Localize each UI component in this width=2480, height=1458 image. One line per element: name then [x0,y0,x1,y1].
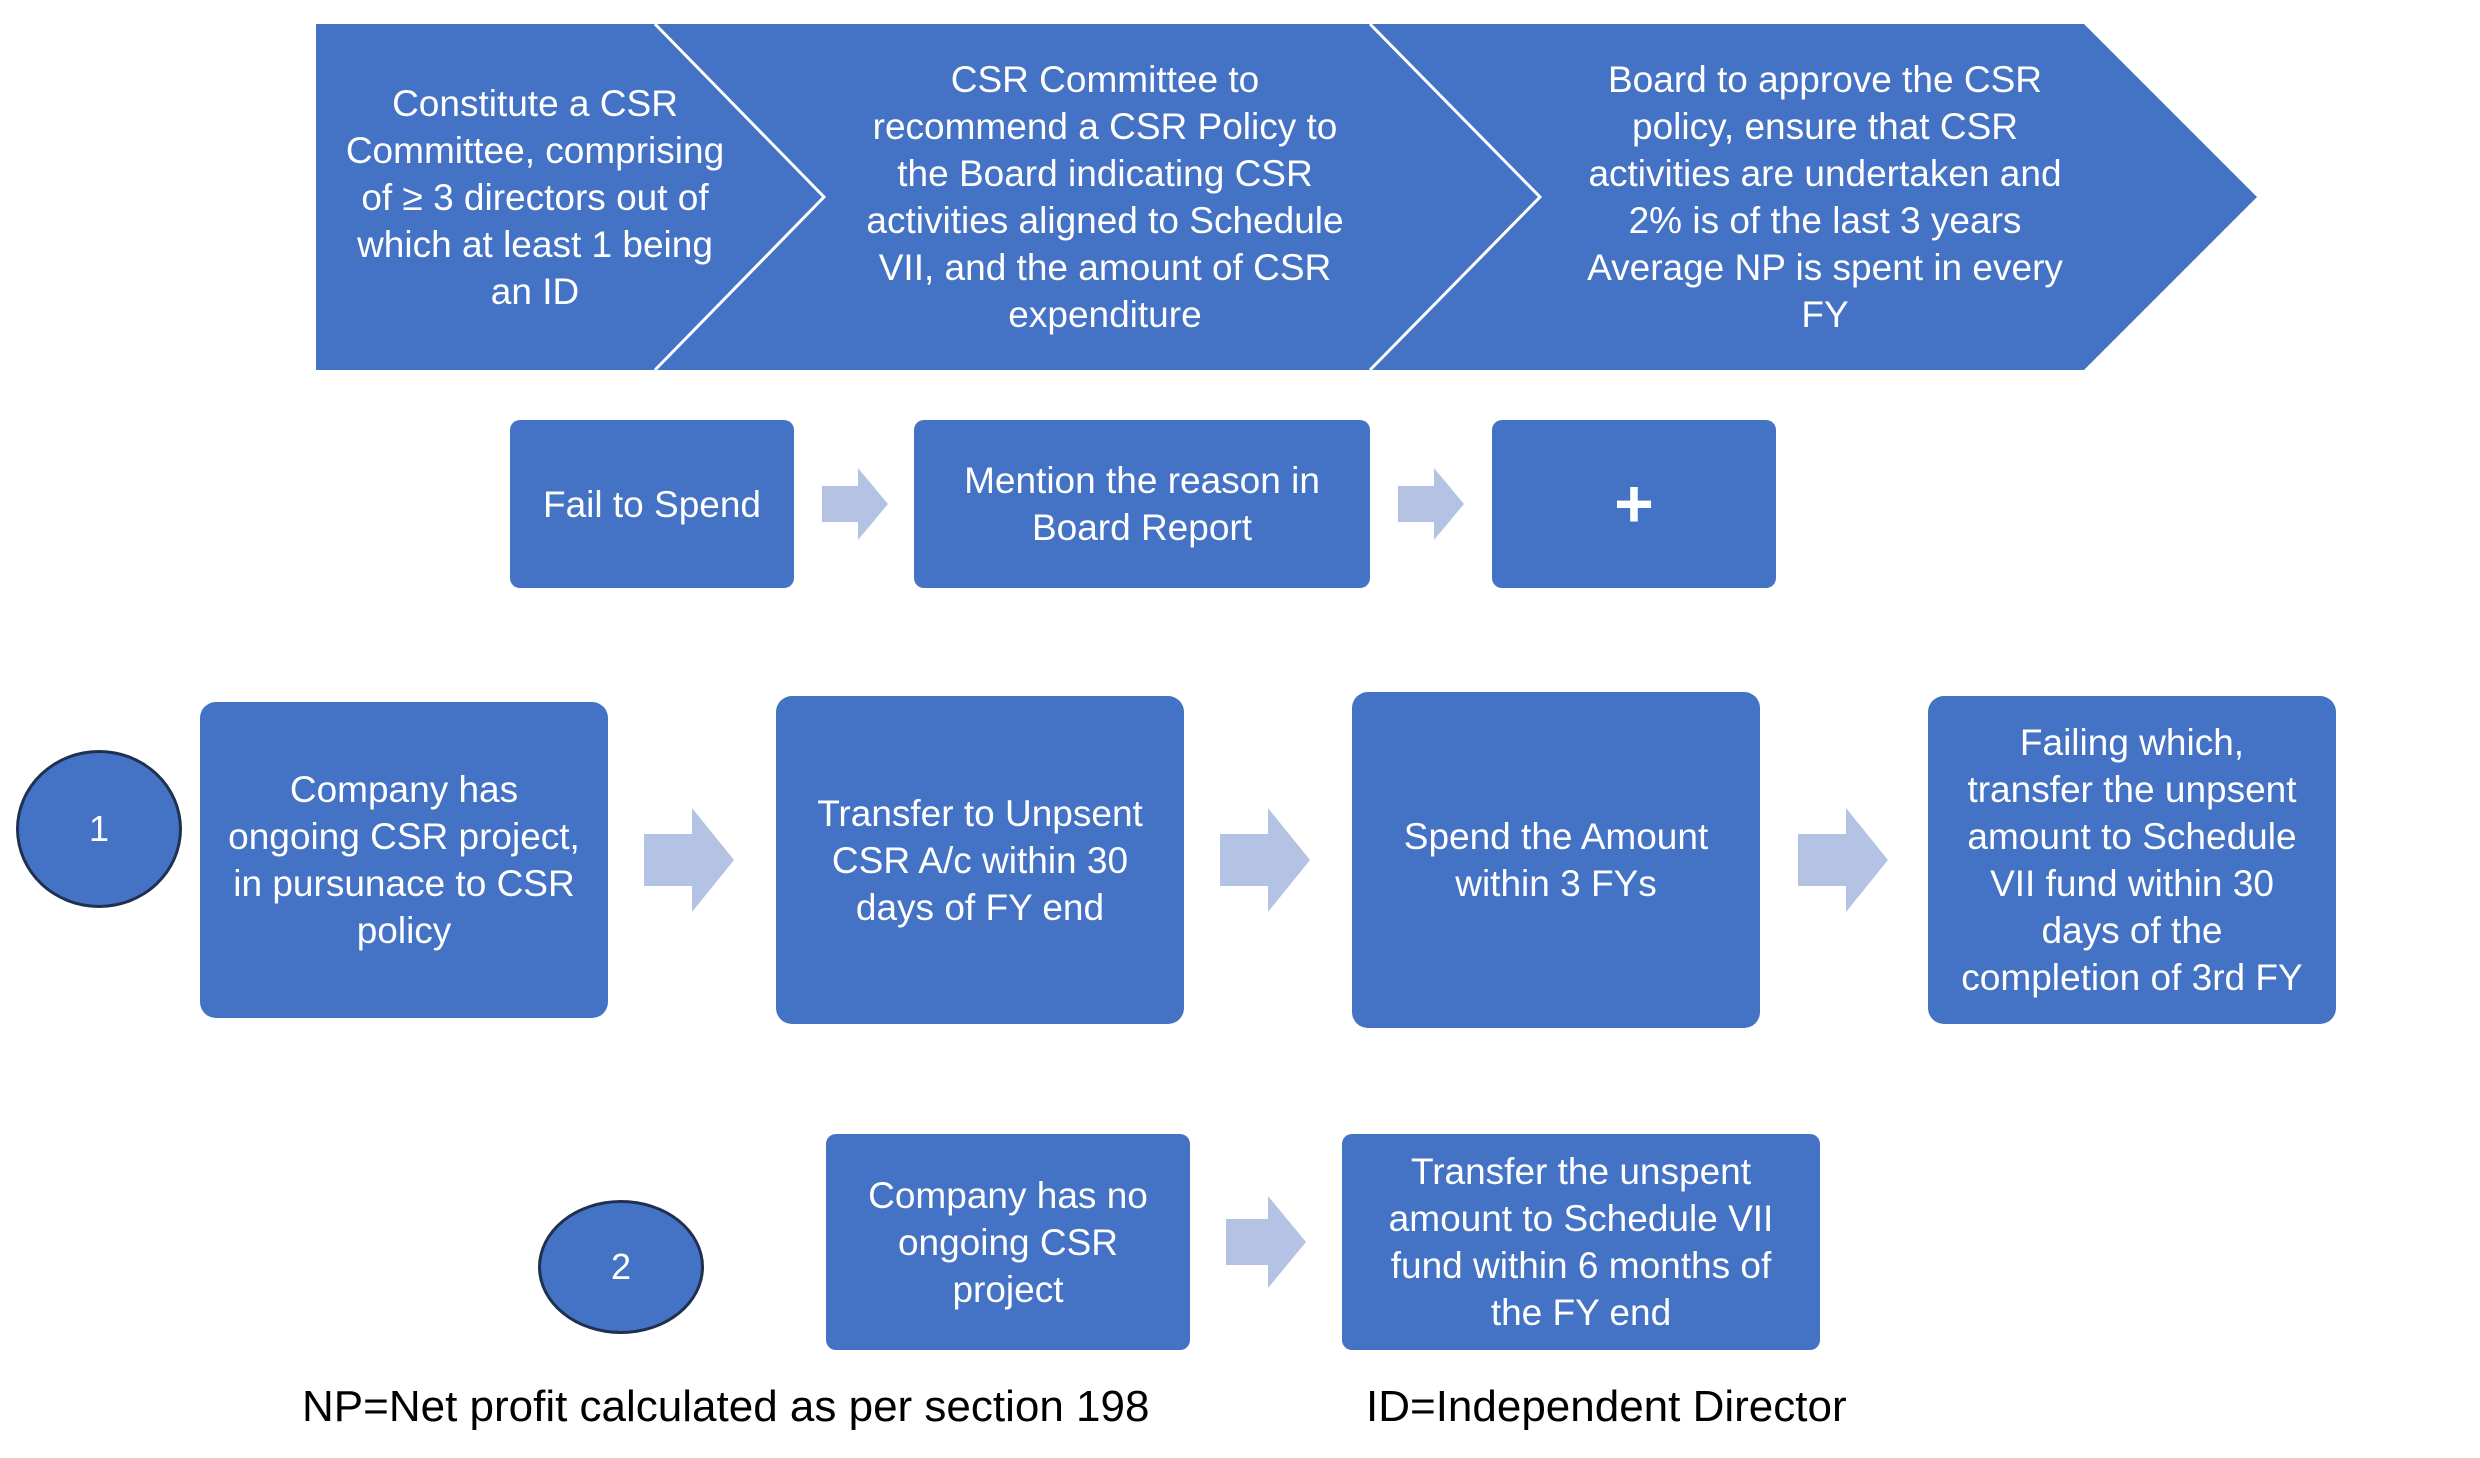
scenario-1-step-1: Company has ongoing CSR project, in purs… [200,702,608,1018]
scenario-2-badge: 2 [538,1200,704,1334]
scenario-1-step-2: Transfer to Unpsent CSR A/c within 30 da… [776,696,1184,1024]
scenario-2-step-2: Transfer the unspent amount to Schedule … [1342,1134,1820,1350]
scenario-1-badge: 1 [16,750,182,908]
id-footnote: ID=Independent Director [1366,1382,1847,1431]
scenario-1-step-4: Failing which, transfer the unpsent amou… [1928,696,2336,1024]
chevron-step-2-text: CSR Committee to recommend a CSR Policy … [866,59,1344,335]
right-arrow-icon [644,808,734,912]
right-arrow-icon [822,468,888,540]
plus-box: + [1492,420,1776,588]
chevron-step-3-text: Board to approve the CSR policy, ensure … [1587,59,2063,335]
scenario-2-step-1: Company has no ongoing CSR project [826,1134,1190,1350]
right-arrow-icon [1220,808,1310,912]
scenario-1-step-3: Spend the Amount within 3 FYs [1352,692,1760,1028]
chevron-step-3 [1370,24,2257,370]
chevron-step-1 [316,24,824,370]
right-arrow-icon [1398,468,1464,540]
fail-to-spend-box: Fail to Spend [510,420,794,588]
mention-reason-box: Mention the reason in Board Report [914,420,1370,588]
right-arrow-icon [1226,1196,1306,1288]
right-arrow-icon [1798,808,1888,912]
chevron-step-1-text: Constitute a CSR Committee, comprising o… [345,82,725,312]
chevron-step-2 [655,24,1540,370]
csr-process-chevrons [316,22,2257,372]
np-footnote: NP=Net profit calculated as per section … [302,1382,1150,1431]
